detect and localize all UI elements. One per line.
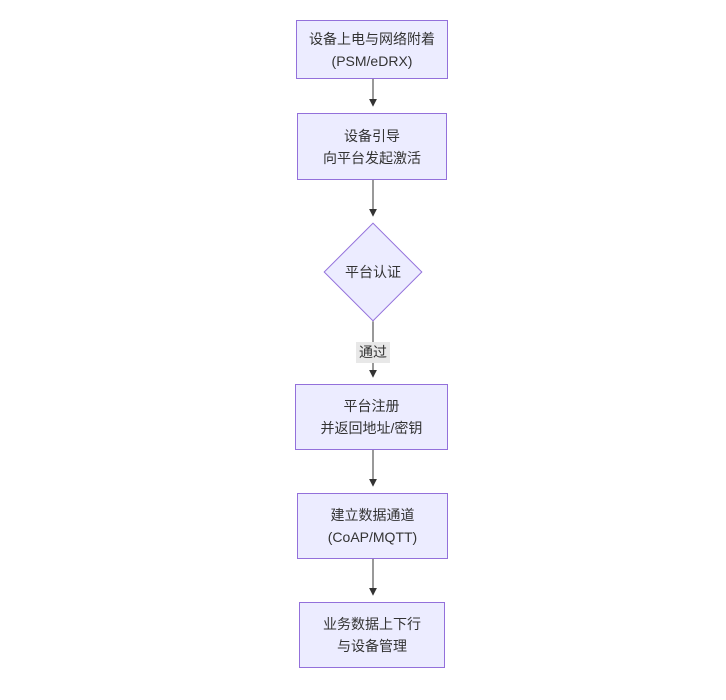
node-bootstrap-line1: 设备引导 [344,127,400,144]
node-business: 业务数据上下行 与设备管理 [299,602,445,668]
node-business-line1: 业务数据上下行 [323,616,421,632]
node-channel-line1: 建立数据通道 [330,507,415,523]
node-bootstrap-line2: 向平台发起激活 [323,149,421,166]
node-power-on-line2: (PSM/eDRX) [331,52,413,69]
node-bootstrap: 设备引导 向平台发起激活 [297,113,447,180]
node-channel-line2: (CoAP/MQTT) [327,529,418,545]
node-power-on-line1: 设备上电与网络附着 [309,30,435,47]
node-channel: 建立数据通道 (CoAP/MQTT) [297,493,448,559]
node-business-line2: 与设备管理 [337,638,407,654]
node-register-line2: 并返回地址/密钥 [320,420,423,436]
node-register: 平台注册 并返回地址/密钥 [295,384,448,450]
node-auth-label: 平台认证 [345,264,401,280]
edge-label-pass: 通过 [356,342,390,363]
node-power-on: 设备上电与网络附着 (PSM/eDRX) [296,20,448,79]
node-register-line1: 平台注册 [343,398,400,414]
